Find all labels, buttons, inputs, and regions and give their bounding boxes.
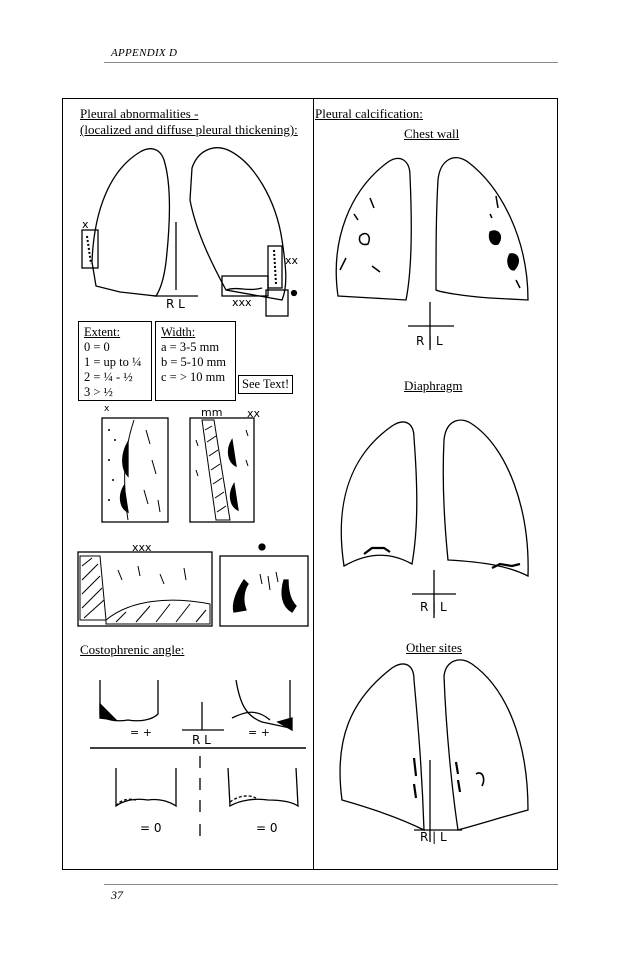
- detail-marker-xx: xx: [247, 407, 261, 420]
- width-heading: Width:: [161, 325, 196, 339]
- costophrenic-top-left: [99, 680, 159, 722]
- other-sites-heading: Other sites: [406, 640, 462, 655]
- costophrenic-bottom-right: [227, 767, 299, 808]
- marker-x: x: [82, 218, 89, 231]
- figure-frame: [62, 98, 558, 870]
- width-legend-box: Width: a = 3-5 mm b = 5-10 mm c = > 10 m…: [155, 321, 236, 401]
- costophrenic-top-left-label: = +: [130, 726, 152, 739]
- other-sites-lungs: [339, 659, 529, 842]
- extent-row: 3 > ½: [84, 385, 113, 399]
- right-panel-title: Pleural calcification:: [315, 106, 423, 121]
- marker-xxx: xxx: [232, 296, 252, 309]
- header-rule: [104, 62, 558, 63]
- left-lung-outline: [91, 148, 171, 297]
- detail-panel-dot: [219, 543, 309, 627]
- extent-heading: Extent:: [84, 325, 121, 339]
- diaphragm-lungs: [340, 419, 529, 618]
- page-number: 37: [111, 888, 123, 902]
- right-lung-outline: [189, 147, 287, 301]
- left-panel-title-line2: (localized and diffuse pleural thickenin…: [80, 122, 298, 137]
- costophrenic-top-right: [231, 679, 293, 732]
- diaphragm-rl-label: R | L: [420, 600, 447, 614]
- extent-row: 2 = ¼ - ½: [84, 370, 133, 384]
- detail-panel-xxx: [77, 551, 213, 627]
- detail-marker-x: x: [104, 404, 110, 414]
- width-row: a = 3-5 mm: [161, 340, 220, 354]
- chest-wall-lungs: [335, 157, 529, 350]
- detail-panel-x: [101, 417, 169, 523]
- panel-divider: [313, 98, 314, 870]
- costophrenic-bottom-right-label: = 0: [256, 821, 278, 835]
- see-text-note: See Text!: [238, 375, 294, 394]
- detail-marker-mm: mm: [201, 406, 223, 419]
- running-head: APPENDIX D: [111, 47, 178, 59]
- pleural-plaque-markings: [81, 222, 298, 317]
- costophrenic-center-axis: [90, 702, 306, 836]
- detail-marker-xxx: xxx: [132, 541, 152, 554]
- costophrenic-bottom-left: [115, 768, 177, 808]
- width-row: c = > 10 mm: [161, 370, 226, 384]
- marker-xx: xx: [285, 254, 299, 267]
- costophrenic-heading: Costophrenic angle:: [80, 642, 185, 657]
- footer-rule: [104, 884, 558, 885]
- other-sites-rl-label: R | L: [420, 830, 447, 844]
- width-row: b = 5-10 mm: [161, 355, 227, 369]
- detail-panel-mm: [189, 417, 255, 523]
- costophrenic-bottom-left-label: = 0: [140, 821, 162, 835]
- extent-legend-box: Extent: 0 = 0 1 = up to ¼ 2 = ¼ - ½ 3 > …: [78, 321, 152, 401]
- diaphragm-heading: Diaphragm: [404, 378, 463, 393]
- chest-wall-rl-label: R | L: [416, 334, 443, 348]
- costophrenic-rl-label: R L: [192, 733, 211, 747]
- extent-row: 1 = up to ¼: [84, 355, 142, 369]
- chest-wall-heading: Chest wall: [404, 126, 460, 141]
- costophrenic-top-right-label: = +: [248, 726, 270, 739]
- left-panel-title-line1: Pleural abnormalities -: [80, 106, 199, 121]
- lung-rl-label: R L: [166, 297, 185, 311]
- extent-row: 0 = 0: [84, 340, 110, 354]
